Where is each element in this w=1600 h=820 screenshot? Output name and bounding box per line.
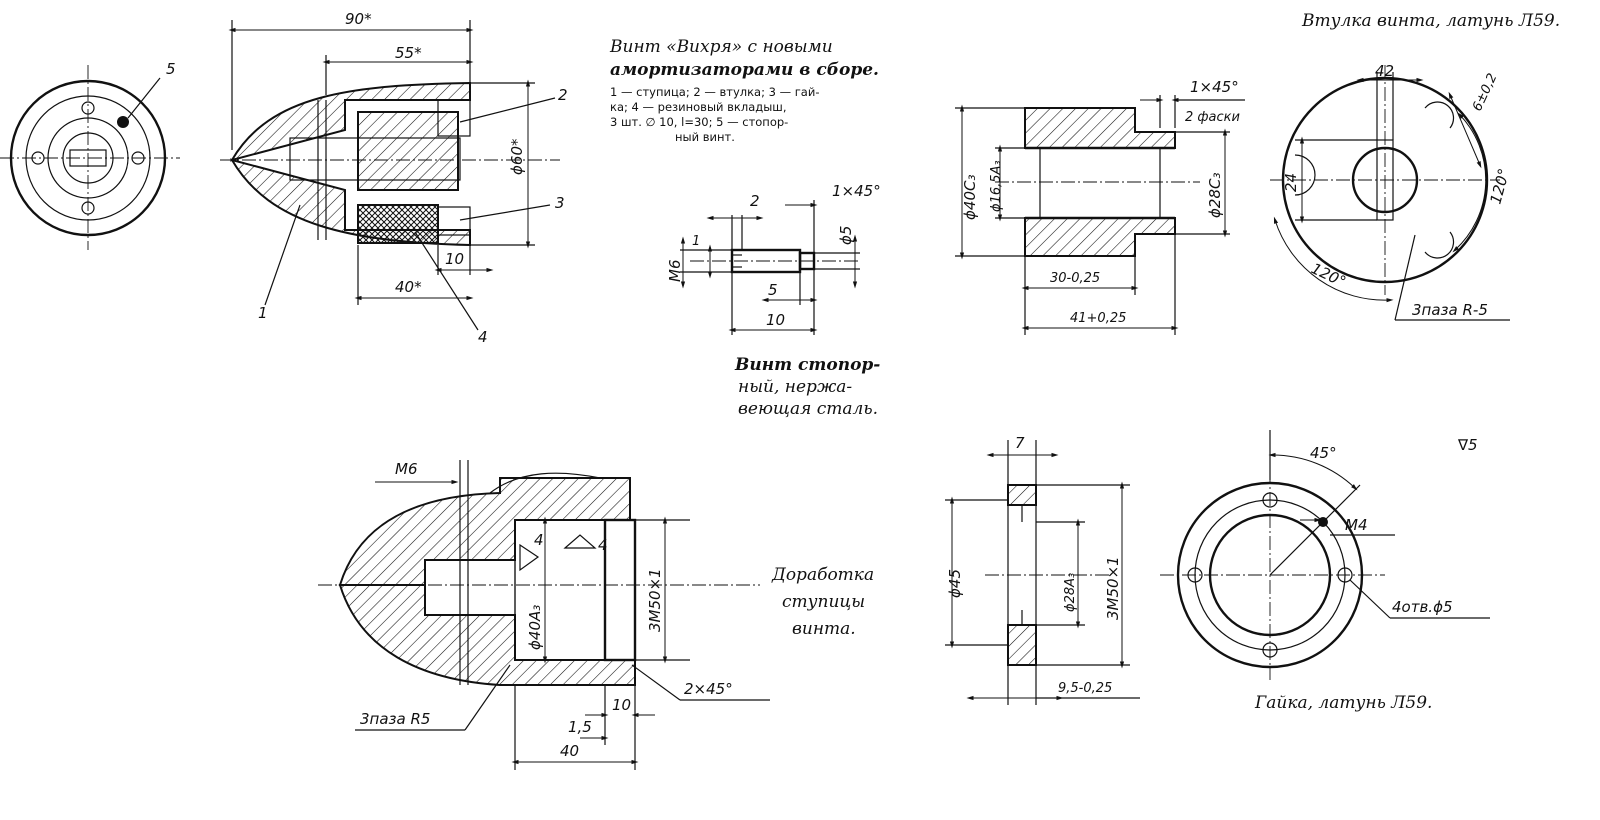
bushing-dim-phi40: ϕ40C₃ [961,175,979,220]
assembly-dim-40: 40* [395,278,422,296]
hub-dim-m6: M6 [395,460,418,478]
legend-line3: 3 шт. ∅ 10, l=30; 5 — стопор- [610,115,788,129]
bushing-dim-24: 24 [1282,173,1300,192]
bushing-end-view: Втулка винта, латунь Л59. 42 6±0,2 24 12… [1270,11,1560,321]
bushing-dim-41: 41+0,25 [1070,311,1126,326]
screw-caption-line2: ный, нержа- [738,377,852,397]
nut-caption: Гайка, латунь Л59. [1254,693,1432,713]
hub-caption-line1: Доработка [771,565,874,585]
screw-dim-phi5: ϕ5 [837,226,855,245]
bushing-dim-42: 42 [1375,62,1394,80]
assembly-title-line1: Винт «Вихря» с новыми [609,37,833,57]
bushing-dim-3paza: 3паза R-5 [1412,301,1488,319]
assembly-dim-phi60: ϕ60* [508,138,526,175]
bushing-dim-120a: 120° [1486,166,1513,206]
screw-dim-chamfer: 1×45° [832,182,881,200]
nut-surface-mark: ∇5 [1457,436,1478,454]
screw-dim-2: 2 [750,192,760,210]
screw-dim-1: 1 [692,234,700,249]
screw-dim-m6: M6 [666,260,684,283]
assembly-end-view [0,65,180,250]
bushing-dim-30: 30-0,25 [1050,271,1100,286]
hub-dim-3paza: 3паза R5 [360,710,430,728]
assembly-dim-55: 55* [395,44,422,62]
nut-dim-3m50: 3M50×1 [1104,556,1122,620]
legend-line1: 1 — ступица; 2 — втулка; 3 — гай- [610,85,819,99]
callout-1: 1 [258,304,268,322]
assembly-section: 90* 55* ϕ60* 40* 10 1 2 3 4 5 [166,10,568,346]
nut-section: 7 ϕ45 ϕ28A₃ 3M50×1 9,5-0,25 [945,434,1140,705]
hub-dim-10: 10 [612,696,631,714]
nut-end-view: 45° M4 4отв.ϕ5 ∇5 Гайка, латунь Л59. [1160,430,1490,713]
screw-dim-5: 5 [768,281,778,299]
nut-dim-7: 7 [1015,434,1025,452]
hub-dim-40: 40 [560,742,579,760]
nut-dim-phi28: ϕ28A₃ [1063,573,1078,612]
screw-caption-line1: Винт стопор- [734,355,880,375]
hub-caption-line3: винта. [792,619,856,639]
nut-dim-4otv: 4отв.ϕ5 [1392,598,1453,616]
nut-dim-phi45: ϕ45 [946,569,964,598]
bushing-dim-chamfer: 1×45° [1190,78,1239,96]
nut-dim-45deg: 45° [1310,444,1337,462]
hub-section: M6 4 4 ϕ40A₃ 3M50×1 2×45° 10 1,5 40 3паз… [318,460,874,770]
callout-5: 5 [166,60,176,78]
hub-dim-tri4b: 4 [598,536,608,554]
legend-line2: ка; 4 — резиновый вкладыш, [610,100,787,114]
bushing-dim-phi28: ϕ28C₃ [1206,173,1224,218]
assembly-dim-10: 10 [445,250,464,268]
set-screw-drawing: 2 1×45° M6 1 ϕ5 5 10 Винт стопор- ный, н… [666,182,881,419]
hub-caption-line2: ступицы [782,592,865,612]
screw-dim-10: 10 [766,311,785,329]
hub-dim-phi40: ϕ40A₃ [526,605,544,650]
legend-line4: ный винт. [675,130,735,144]
callout-3: 3 [555,194,565,212]
callout-2: 2 [558,86,568,104]
bushing-section: ϕ40C₃ ϕ16,5A₃ ϕ28C₃ 1×45° 2 фаски 30-0,2… [955,78,1245,335]
bushing-dim-phi165: ϕ16,5A₃ [989,160,1004,212]
screw-caption-line3: веющая сталь. [738,399,878,419]
hub-dim-tri4a: 4 [534,531,544,549]
bushing-dim-2faski: 2 фаски [1185,110,1240,125]
assembly-dim-90: 90* [345,10,372,28]
callout-4: 4 [478,328,488,346]
hub-dim-3m50: 3M50×1 [646,568,664,632]
assembly-title-line2: амортизаторами в сборе. [610,60,879,80]
hub-dim-chamfer: 2×45° [684,680,733,698]
bushing-caption: Втулка винта, латунь Л59. [1301,11,1560,31]
nut-dim-95: 9,5-0,25 [1058,681,1112,696]
hub-dim-15: 1,5 [568,718,592,736]
nut-dim-m4: M4 [1345,516,1368,534]
bushing-dim-6: 6±0,2 [1470,71,1500,113]
assembly-caption: Винт «Вихря» с новыми амортизаторами в с… [609,37,879,144]
